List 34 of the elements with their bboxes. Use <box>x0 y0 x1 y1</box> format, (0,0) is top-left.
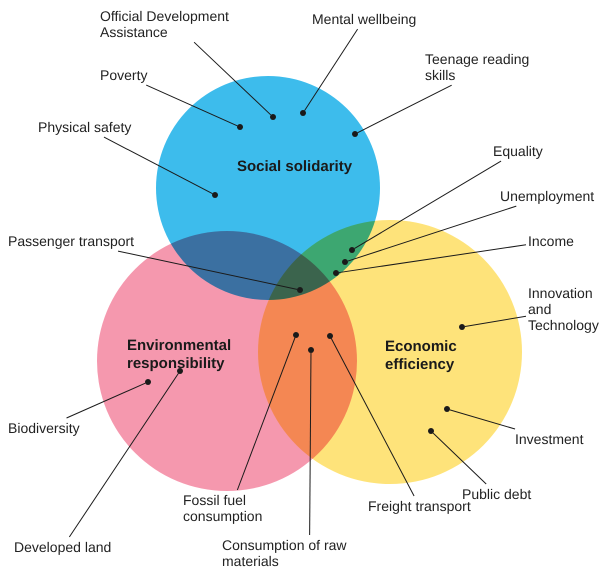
leader-line <box>338 244 526 274</box>
leader-line <box>68 373 179 538</box>
leader-line <box>66 382 146 418</box>
callout-label: Equality <box>493 143 543 160</box>
callout-label: Mental wellbeing <box>312 11 416 28</box>
circle-label: Social solidarity <box>237 158 354 176</box>
callout-label: Developed land <box>14 539 112 556</box>
leader-line <box>309 352 312 536</box>
leader-line <box>146 84 238 126</box>
callout-label: Biodiversity <box>8 420 80 436</box>
circle-label: Economic efficiency <box>385 338 458 374</box>
callout-label: Poverty <box>100 67 148 84</box>
leader-line <box>194 42 272 116</box>
callout-label: Income <box>528 233 574 250</box>
leader-line <box>304 28 358 111</box>
leader-line <box>357 84 452 134</box>
callout-label: Physical safety <box>38 119 132 136</box>
leader-line <box>236 337 296 490</box>
leader-line <box>354 160 502 249</box>
leader-line <box>118 250 298 290</box>
circle-label: Environmental responsibility <box>127 337 232 373</box>
leader-line <box>449 409 516 430</box>
callout-label: Fossil fuel consumption <box>183 492 264 524</box>
callout-label: Unemployment <box>500 188 594 204</box>
leader-line <box>103 136 213 194</box>
callout-label: Consumption of raw materials <box>222 537 348 570</box>
callout-label: Official Development Assistance <box>100 8 230 40</box>
callout-label: Passenger transport <box>8 233 134 250</box>
leader-line <box>432 432 487 484</box>
leader-line <box>330 338 415 496</box>
callout-label: Teenage reading skills <box>425 51 530 84</box>
callout-label: Investment <box>515 431 584 448</box>
leader-line <box>347 206 517 262</box>
callout-label: Innovation and Technology <box>528 285 600 334</box>
